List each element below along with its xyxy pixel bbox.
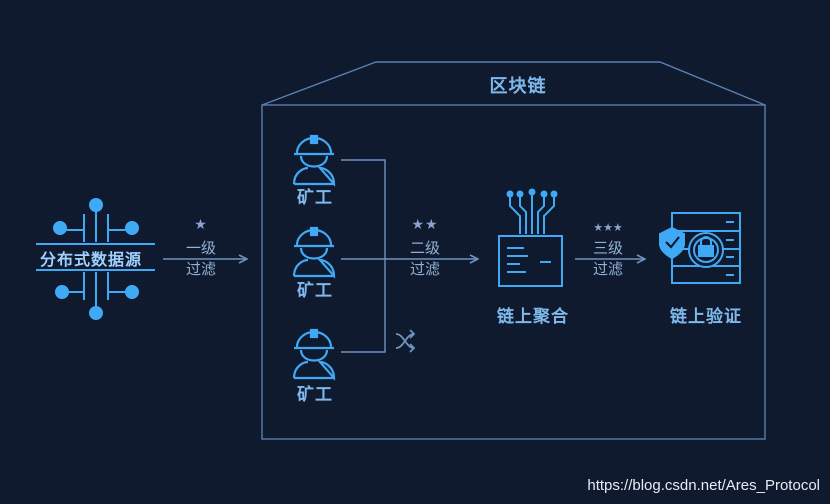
miner-label-3: 矿工 bbox=[297, 385, 333, 405]
filter2-line2: 过滤 bbox=[409, 260, 441, 278]
filter2-stars: ★★ bbox=[411, 217, 439, 233]
miner-icon bbox=[292, 134, 336, 187]
filter1-label: 一级 过滤 bbox=[186, 238, 216, 280]
filter1-line2: 过滤 bbox=[185, 260, 217, 278]
miner-label-1: 矿工 bbox=[297, 188, 333, 208]
shuffle-icon bbox=[395, 329, 416, 353]
miner-icon bbox=[292, 226, 336, 279]
filter2-label: 二级 过滤 bbox=[410, 238, 440, 280]
data-source-label: 分布式数据源 bbox=[39, 250, 143, 269]
miner-icon bbox=[292, 328, 336, 381]
verification-icon bbox=[659, 212, 741, 284]
aggregation-label: 链上聚合 bbox=[497, 307, 569, 327]
verification-label: 链上验证 bbox=[670, 307, 742, 327]
watermark: https://blog.csdn.net/Ares_Protocol bbox=[587, 477, 820, 494]
filter1-line1: 一级 bbox=[185, 239, 217, 257]
blockchain-label: 区块链 bbox=[489, 76, 547, 97]
aggregation-chip-icon bbox=[498, 188, 563, 287]
filter2-line1: 二级 bbox=[409, 239, 441, 257]
miner-label-2: 矿工 bbox=[297, 281, 333, 301]
data-source-icon bbox=[36, 198, 155, 320]
filter3-stars: ★★★ bbox=[593, 221, 623, 234]
filter3-line2: 过滤 bbox=[592, 260, 624, 278]
filter3-line1: 三级 bbox=[592, 239, 624, 257]
miner-connectors bbox=[341, 159, 478, 353]
filter1-stars: ★ bbox=[194, 217, 208, 233]
blockchain-frame bbox=[261, 61, 766, 440]
filter3-label: 三级 过滤 bbox=[593, 238, 623, 280]
